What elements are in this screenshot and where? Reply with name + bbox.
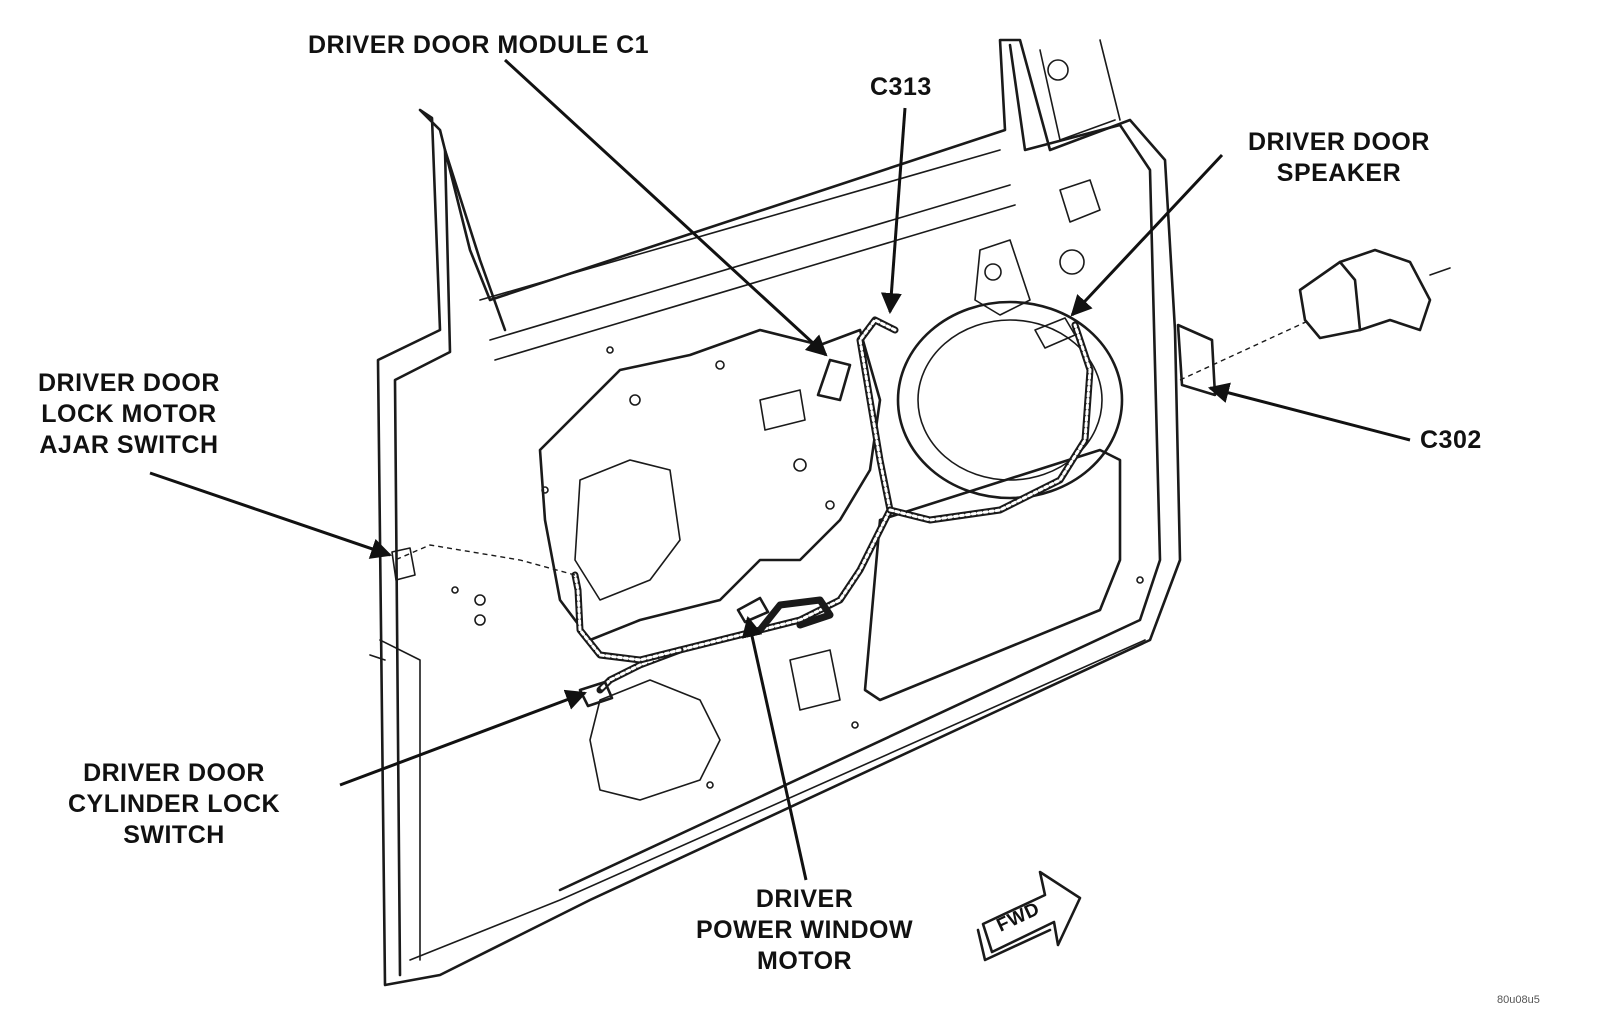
label-c302: C302 (1420, 426, 1482, 454)
door-shell (369, 38, 1182, 987)
label-c313: C313 (870, 73, 932, 101)
fwd-arrow-shape (976, 870, 1082, 962)
wiring-harness (394, 316, 1311, 694)
label-power-window-motor: DRIVER POWER WINDOW MOTOR (696, 885, 914, 975)
leader-c302 (1207, 382, 1411, 442)
leader-c313 (880, 107, 907, 315)
label-cylinder-lock-switch: DRIVER DOOR CYLINDER LOCK SWITCH (68, 759, 281, 849)
connectors (391, 248, 1451, 708)
leader-speaker (1070, 153, 1224, 317)
figure-id: 80u08u5 (1497, 994, 1540, 1006)
label-driver-door-speaker: DRIVER DOOR SPEAKER (1248, 128, 1430, 187)
leader-cylinder-lock (339, 689, 587, 787)
label-driver-door-module-c1: DRIVER DOOR MODULE C1 (308, 31, 650, 59)
leader-module-c1 (503, 58, 828, 357)
label-lock-motor-ajar-switch: DRIVER DOOR LOCK MOTOR AJAR SWITCH (38, 369, 220, 459)
leader-lock-motor (149, 471, 392, 559)
leader-arrows (149, 58, 1411, 881)
leader-window-motor (741, 615, 808, 881)
